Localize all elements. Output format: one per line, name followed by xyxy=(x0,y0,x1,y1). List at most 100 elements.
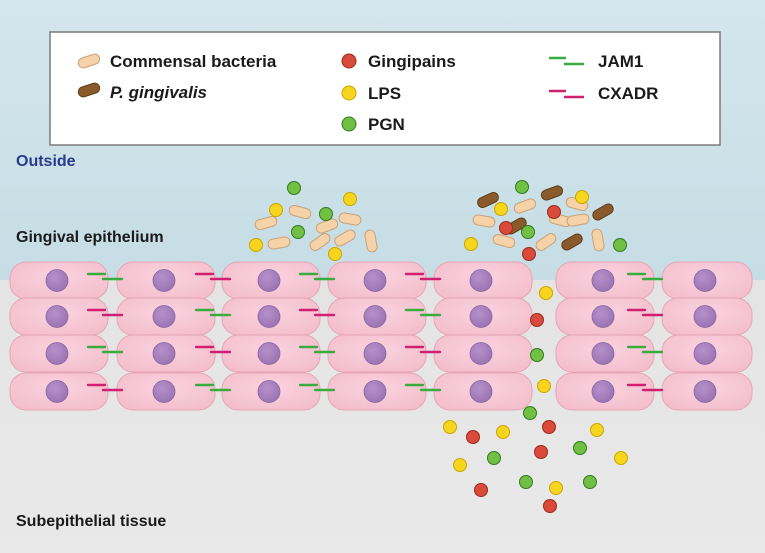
commensal-bacterium xyxy=(309,233,331,251)
gingipain-particle xyxy=(542,420,556,434)
lps-particle xyxy=(328,247,342,261)
junction-proteins xyxy=(86,272,664,392)
cell-nucleus xyxy=(45,342,69,365)
commensal-bacterium xyxy=(492,233,516,249)
cell-nucleus xyxy=(45,305,69,328)
gingipain-particle xyxy=(547,205,561,219)
lps-particle xyxy=(443,420,457,434)
cell-nucleus xyxy=(45,269,69,292)
pg-bacterium xyxy=(592,203,614,221)
legend-lps-label: LPS xyxy=(368,84,402,103)
lps-particle xyxy=(537,379,551,393)
gingipain-particle xyxy=(474,483,488,497)
gingipain-particle xyxy=(534,445,548,459)
lps-particle xyxy=(590,423,604,437)
lps-particle xyxy=(464,237,478,251)
commensal-bacterium xyxy=(591,228,605,252)
lps-particle xyxy=(539,286,553,300)
cell-nucleus xyxy=(469,380,493,403)
legend-jam1-label: JAM1 xyxy=(598,52,644,71)
commensal-bacterium xyxy=(334,229,356,247)
pgn-particle xyxy=(287,181,301,195)
legend-box xyxy=(49,31,721,146)
lps-particle xyxy=(614,451,628,465)
cell-nucleus xyxy=(469,269,493,292)
lps-particle xyxy=(549,481,563,495)
pgn-particle xyxy=(523,406,537,420)
pgn-particle xyxy=(319,207,333,221)
commensal-bacterium xyxy=(267,236,291,250)
gingipain-particle xyxy=(466,430,480,444)
legend-commensal-icon xyxy=(77,53,101,69)
cell-nucleus xyxy=(45,380,69,403)
epithelium-label: Gingival epithelium xyxy=(16,229,164,246)
cell-nucleus xyxy=(469,342,493,365)
cell-nucleus xyxy=(693,380,717,403)
commensal-bacterium xyxy=(254,215,278,231)
cell-nucleus xyxy=(257,305,281,328)
lps-particle xyxy=(343,192,357,206)
cell-nucleus xyxy=(693,342,717,365)
pgn-particle xyxy=(291,225,305,239)
legend-pg-icon xyxy=(77,82,101,98)
commensal-bacterium xyxy=(566,213,590,227)
gingipain-particle xyxy=(499,221,513,235)
lps-particle xyxy=(249,238,263,252)
cell-nucleus xyxy=(693,269,717,292)
cell-nucleus xyxy=(469,305,493,328)
commensal-bacterium xyxy=(535,233,557,251)
epithelial-cells xyxy=(9,261,753,411)
lps-particle xyxy=(453,458,467,472)
cell-nucleus xyxy=(363,305,387,328)
gingipain-particle xyxy=(522,247,536,261)
cell-nucleus xyxy=(363,269,387,292)
pg-bacterium xyxy=(561,233,583,251)
outside-label: Outside xyxy=(16,153,76,170)
cell-nucleus xyxy=(591,342,615,365)
legend-lps-icon xyxy=(341,85,357,101)
cell-nucleus xyxy=(257,269,281,292)
bacteria-and-factors xyxy=(249,180,628,513)
pgn-particle xyxy=(530,348,544,362)
commensal-bacterium xyxy=(472,214,496,228)
pgn-particle xyxy=(521,225,535,239)
commensal-bacterium xyxy=(338,212,362,226)
cell-nucleus xyxy=(257,380,281,403)
commensal-bacterium xyxy=(315,218,339,234)
cell-nucleus xyxy=(257,342,281,365)
legend xyxy=(49,31,721,146)
cell-nucleus xyxy=(591,269,615,292)
legend-cxadr-label: CXADR xyxy=(598,84,659,103)
pgn-particle xyxy=(613,238,627,252)
commensal-bacterium xyxy=(288,204,312,220)
pgn-particle xyxy=(573,441,587,455)
commensal-bacterium xyxy=(364,229,378,253)
lps-particle xyxy=(269,203,283,217)
subepithelial-label: Subepithelial tissue xyxy=(16,513,167,530)
pg-bacterium xyxy=(540,185,564,201)
legend-commensal-label: Commensal bacteria xyxy=(110,52,277,71)
legend-pgn-icon xyxy=(341,116,357,132)
gingipain-particle xyxy=(543,499,557,513)
legend-pg-label: P. gingivalis xyxy=(110,83,208,102)
pgn-particle xyxy=(515,180,529,194)
cell-nucleus xyxy=(363,342,387,365)
cell-nucleus xyxy=(152,342,176,365)
cell-nucleus xyxy=(591,305,615,328)
lps-particle xyxy=(494,202,508,216)
commensal-bacterium xyxy=(513,198,537,214)
cell-nucleus xyxy=(363,380,387,403)
cell-nucleus xyxy=(693,305,717,328)
cell-nucleus xyxy=(591,380,615,403)
legend-gingipains-icon xyxy=(341,53,357,69)
pgn-particle xyxy=(487,451,501,465)
lps-particle xyxy=(496,425,510,439)
pgn-particle xyxy=(519,475,533,489)
cell-nucleus xyxy=(152,380,176,403)
pg-bacterium xyxy=(477,191,499,209)
legend-gingipains-label: Gingipains xyxy=(368,52,456,71)
cell-nucleus xyxy=(152,269,176,292)
pgn-particle xyxy=(583,475,597,489)
